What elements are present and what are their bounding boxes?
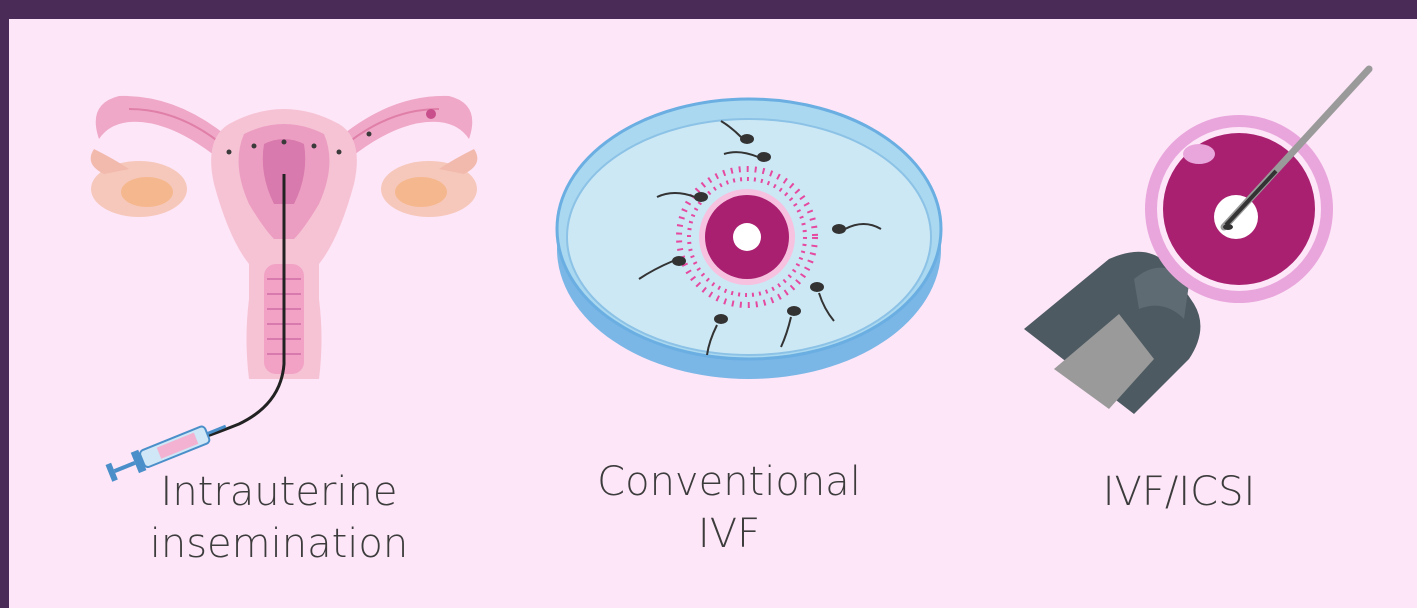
nucleus (733, 223, 761, 251)
egg-with-injection-needle-icon (1014, 59, 1394, 419)
right-ovary-icon (381, 149, 477, 217)
caption-line: insemination (119, 518, 439, 570)
left-ovary-icon (91, 149, 187, 217)
uterus-with-catheter-icon (69, 64, 509, 464)
caption-ivf-icsi: IVF/ICSI (1049, 466, 1309, 518)
caption-intrauterine-insemination: Intrauterine insemination (119, 466, 439, 570)
petri-dish-with-egg-and-sperm-icon (549, 79, 949, 399)
caption-line: IVF/ICSI (1049, 466, 1309, 518)
caption-line: Intrauterine (119, 466, 439, 518)
caption-conventional-ivf: Conventional IVF (579, 456, 879, 560)
diagram-panel: Intrauterine insemination Conventional I… (9, 19, 1417, 608)
caption-line: Conventional (579, 456, 879, 508)
caption-line: IVF (579, 508, 879, 560)
